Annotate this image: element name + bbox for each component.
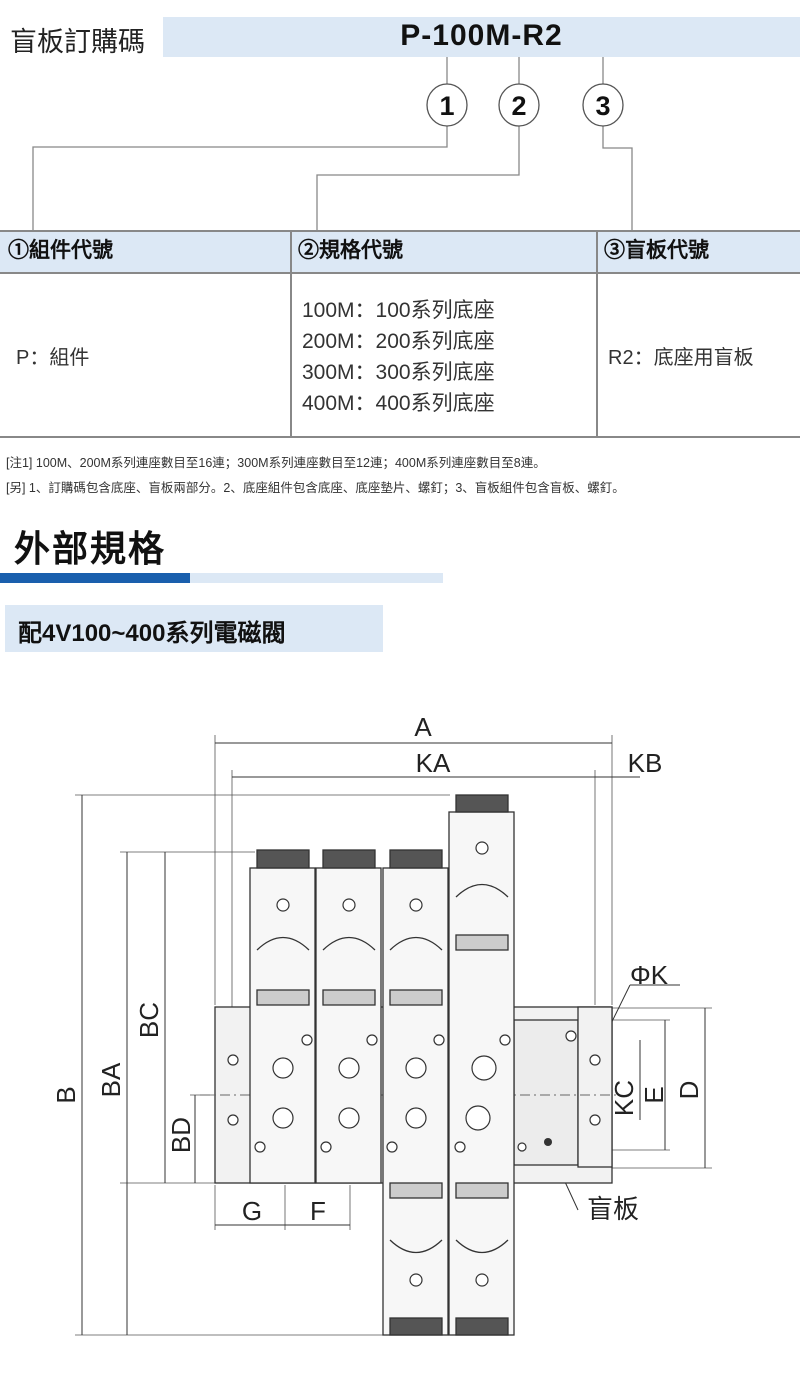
section-title: 外部規格 <box>14 528 167 569</box>
blind-plate-label: 盲板 <box>587 1194 639 1224</box>
dim-BD: BD <box>166 1117 196 1153</box>
section-subtitle: 配4V100~400系列電磁閥 <box>18 620 286 647</box>
dim-BA: BA <box>96 1062 126 1097</box>
dimension-drawing: A KA KB ΦK G F 盲板 B BA BC BD KC E D <box>51 712 712 1336</box>
marker-2-label: 2 <box>511 91 526 121</box>
header-spec: ②規格代號 <box>298 239 403 262</box>
col-divider <box>290 230 292 437</box>
code-connector-lines: 1 2 3 <box>32 57 633 230</box>
component-value: P：組件 <box>16 347 90 369</box>
dim-A: A <box>414 712 432 742</box>
code-band <box>163 17 800 57</box>
blind-value: R2：底座用盲板 <box>608 347 754 369</box>
spec-400m: 400M：400系列底座 <box>302 392 495 415</box>
dim-B: B <box>51 1086 81 1103</box>
dim-D: D <box>674 1081 704 1100</box>
order-code: P-100M-R2 <box>400 19 563 52</box>
header-blind: ③盲板代號 <box>604 239 709 262</box>
dim-KA: KA <box>416 748 451 778</box>
marker-2 <box>498 83 540 127</box>
col-divider <box>596 230 598 437</box>
spec-200m: 200M：200系列底座 <box>302 330 495 353</box>
note-1: [注1] 100M、200M系列連座數目至16連；300M系列連座數目至12連；… <box>6 456 546 470</box>
dim-KB: KB <box>628 748 663 778</box>
marker-3 <box>582 83 624 127</box>
subtitle-band <box>5 605 383 652</box>
dim-BC: BC <box>134 1002 164 1038</box>
spec-100m: 100M：100系列底座 <box>302 299 495 322</box>
marker-1 <box>426 83 468 127</box>
dim-G: G <box>242 1196 262 1226</box>
dim-F: F <box>310 1196 326 1226</box>
section-bar-light <box>190 573 443 583</box>
section-bar-accent <box>0 573 190 583</box>
dim-KC: KC <box>609 1080 639 1116</box>
table-header <box>0 230 800 274</box>
marker-1-label: 1 <box>439 91 454 121</box>
dim-phiK: ΦK <box>630 960 669 990</box>
note-2: [另] 1、訂購碼包含底座、盲板兩部分。2、底座組件包含底座、底座墊片、螺釘；3… <box>6 481 625 495</box>
header-component: ①組件代號 <box>8 239 113 262</box>
dim-E: E <box>639 1086 669 1103</box>
order-code-title: 盲板訂購碼 <box>10 27 145 57</box>
spec-values: 100M：100系列底座 200M：200系列底座 300M：300系列底座 4… <box>302 295 495 419</box>
spec-300m: 300M：300系列底座 <box>302 361 495 384</box>
table-bottom <box>0 436 800 438</box>
marker-3-label: 3 <box>595 91 610 121</box>
